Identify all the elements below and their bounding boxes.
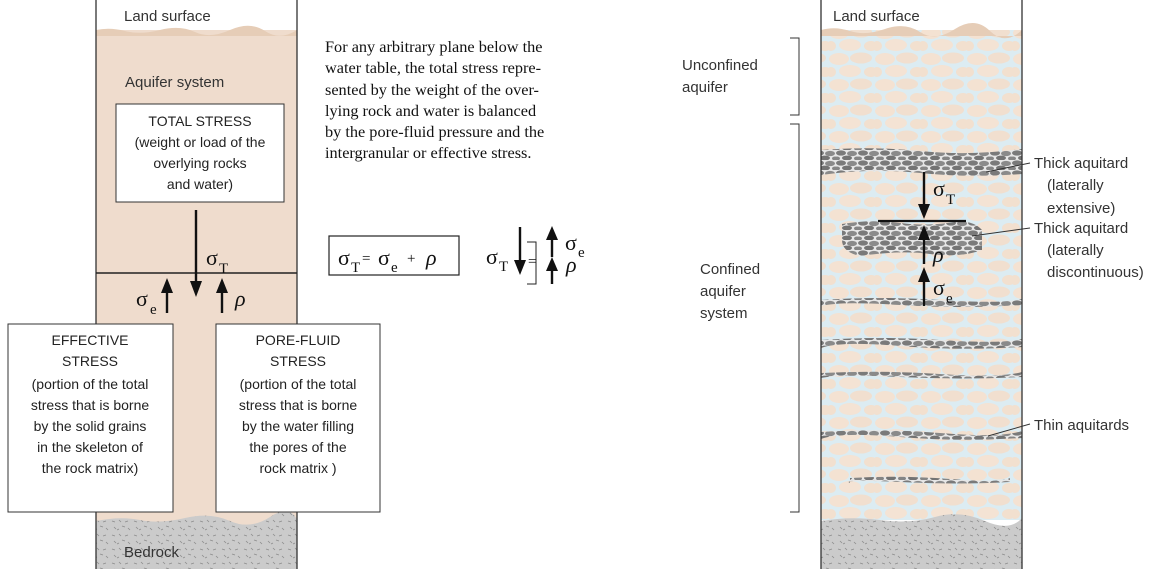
thick-aquitard-2-line-1: Thick aquitard: [1034, 220, 1128, 237]
svg-text:T: T: [219, 261, 228, 277]
leader-thin: [987, 423, 1031, 437]
confined-bracket: [790, 123, 800, 513]
svg-text:(portion of the total: (portion of the total: [32, 376, 149, 392]
right-land-surface-edge: [821, 22, 1022, 39]
svg-text:T: T: [351, 260, 360, 276]
svg-text:σ: σ: [338, 245, 350, 270]
confined-label-1: Confined: [700, 261, 760, 278]
right-effective-arrow: [918, 267, 930, 306]
total-stress-box: TOTAL STRESS (weight or load of the over…: [115, 103, 285, 203]
paragraph-line: intergranular or effective stress.: [325, 143, 532, 163]
sigma-t-right: σ: [933, 176, 945, 201]
total-stress-arrow: [190, 210, 202, 297]
thin-aquitard-1: [821, 298, 1022, 307]
svg-text:σ: σ: [486, 244, 498, 269]
rho-right: ρ: [932, 242, 944, 267]
effective-stress-arrow: [161, 278, 173, 313]
right-total-stress-arrow: [918, 172, 930, 219]
sky-area: [96, 0, 297, 30]
thin-aquitards-label: Thin aquitards: [1034, 417, 1129, 434]
svg-text:rock matrix ): rock matrix ): [260, 460, 337, 476]
svg-text:e: e: [391, 260, 398, 276]
svg-text:=: =: [362, 251, 370, 267]
paragraph-line: sented by the weight of the over-: [325, 79, 539, 99]
left-land-surface-label: Land surface: [124, 8, 211, 25]
thick-aquitard-2-line-2: (laterally: [1047, 242, 1104, 259]
land-surface-edge: [96, 25, 297, 36]
svg-text:in the skeleton of: in the skeleton of: [37, 439, 143, 455]
paragraph-line: For any arbitrary plane below the: [325, 37, 543, 56]
svg-text:(portion of the total: (portion of the total: [240, 376, 357, 392]
arrow-equation: σ T = σ e ρ: [486, 226, 585, 285]
svg-text:=: =: [528, 254, 536, 270]
svg-text:STRESS: STRESS: [270, 353, 326, 369]
thick-aquitard-1-line-2: (laterally: [1047, 177, 1104, 194]
thin-aquitard-4: [821, 430, 1022, 440]
leader-thick-1: [985, 162, 1031, 173]
svg-text:ρ: ρ: [565, 252, 577, 277]
explanation-paragraph: For any arbitrary plane below the water …: [325, 36, 625, 164]
pore-fluid-arrow: [216, 278, 228, 313]
unconfined-label-2: aquifer: [682, 79, 728, 96]
pore-fluid-stress-box: PORE-FLUID STRESS (portion of the total …: [215, 323, 381, 513]
svg-text:+: +: [407, 251, 415, 267]
rho-left: ρ: [234, 286, 246, 311]
leader-thick-2: [971, 227, 1031, 237]
svg-text:stress that is borne: stress that is borne: [239, 397, 357, 413]
thick-aquitard-discontinuous: [842, 221, 982, 256]
sigma-e-left: σ: [136, 286, 148, 311]
thick-aquitard-1-line-3: extensive): [1047, 200, 1115, 217]
aquifer-system-label: Aquifer system: [125, 74, 224, 91]
sigma-e-right: σ: [933, 275, 945, 300]
thick-aquitard-2-line-3: discontinuous): [1047, 264, 1144, 281]
thin-aquitard-2: [821, 338, 1022, 349]
confined-label-2: aquifer: [700, 283, 746, 300]
thick-aquitard-1-line-1: Thick aquitard: [1034, 155, 1128, 172]
svg-text:EFFECTIVE: EFFECTIVE: [51, 332, 128, 348]
svg-text:overlying rocks: overlying rocks: [153, 155, 246, 171]
svg-text:e: e: [578, 245, 585, 261]
paragraph-line: lying rock and water is balanced: [325, 100, 537, 120]
svg-text:stress that is borne: stress that is borne: [31, 397, 149, 413]
unconfined-bracket: [790, 37, 800, 116]
confined-label-3: system: [700, 305, 748, 322]
svg-text:σ: σ: [565, 230, 577, 255]
paragraph-line: by the pore-fluid pressure and the: [325, 122, 545, 142]
right-land-surface-label: Land surface: [833, 8, 920, 25]
thin-aquitard-5: [848, 476, 1010, 484]
sigma-t-left: σ: [206, 245, 218, 270]
stress-equation: σ T = σ e + ρ: [328, 235, 460, 276]
svg-text:and water): and water): [167, 176, 233, 192]
svg-text:the pores of the: the pores of the: [249, 439, 347, 455]
svg-text:σ: σ: [378, 245, 390, 270]
bedrock-layer: [96, 511, 297, 569]
right-bedrock-layer: [821, 514, 1022, 569]
svg-text:STRESS: STRESS: [62, 353, 118, 369]
svg-text:by the solid grains: by the solid grains: [34, 418, 147, 434]
svg-text:TOTAL STRESS: TOTAL STRESS: [148, 113, 251, 129]
right-column: [820, 0, 1023, 569]
thick-aquitard-extensive: [821, 148, 1022, 176]
right-pore-arrow: [918, 225, 930, 264]
svg-text:e: e: [946, 291, 953, 307]
svg-text:PORE-FLUID: PORE-FLUID: [256, 332, 341, 348]
svg-text:(weight or load of the: (weight or load of the: [135, 134, 266, 150]
unconfined-label-1: Unconfined: [682, 57, 758, 74]
svg-text:T: T: [499, 259, 508, 275]
svg-text:by the water filling: by the water filling: [242, 418, 354, 434]
svg-text:ρ: ρ: [425, 245, 437, 270]
bedrock-label: Bedrock: [124, 544, 180, 561]
svg-text:T: T: [946, 192, 955, 208]
thin-aquitard-3: [821, 371, 1022, 379]
paragraph-line: water table, the total stress repre-: [325, 58, 542, 78]
svg-text:e: e: [150, 302, 157, 318]
svg-text:the rock matrix): the rock matrix): [42, 460, 138, 476]
effective-stress-box: EFFECTIVE STRESS (portion of the total s…: [7, 323, 174, 513]
